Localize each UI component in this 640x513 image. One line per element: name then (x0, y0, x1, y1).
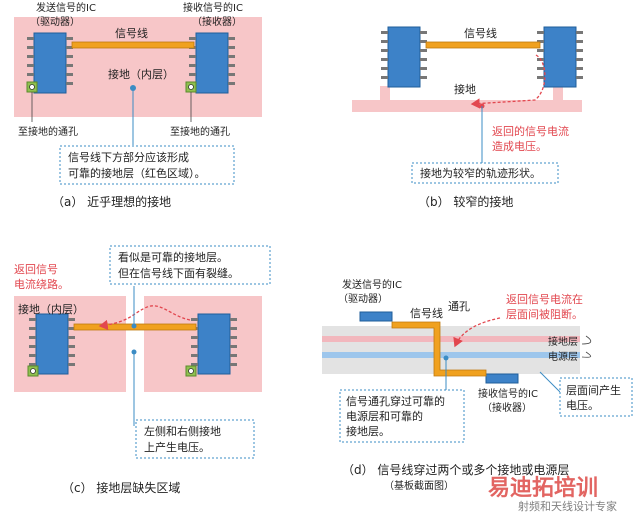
receiver-label-a2: （接收器） (192, 15, 242, 28)
return-label-b2: 造成电压。 (492, 139, 547, 153)
signal-trace-a (71, 41, 195, 49)
receiver-label-a1: 接收信号的IC (183, 1, 243, 14)
driver-label-d2: （驱动器） (338, 293, 388, 305)
blocked-return-d (453, 317, 501, 348)
signal-trace-b (425, 41, 541, 49)
receiver-ic-b (536, 26, 584, 88)
callout-d-right2: 电压。 (566, 399, 599, 412)
caption-d: （d） 信号线穿过两个或多个接地或电源层 (342, 462, 569, 477)
callout-c-top1: 看似是可靠的接地层。 (118, 250, 228, 264)
ground-post-right-b (553, 86, 563, 102)
blocked-label-d1: 返回信号电流在 (506, 292, 583, 306)
via-left-hole (29, 84, 35, 90)
receiver-ic-d (485, 373, 519, 384)
signal-via-d (391, 321, 487, 377)
ground-strip-b (352, 100, 582, 112)
panel-c: 返回信号 电流绕路。 看似是可靠的接地层。 但在信号线下面有裂缝。 接地（内层）… (14, 245, 271, 495)
ground-inner-label-a: 接地（内层） (108, 67, 174, 81)
return-path-b (470, 54, 546, 109)
substrate-d (322, 326, 580, 374)
caption-b: （b） 较窄的接地 (418, 194, 513, 209)
caption-c: （c） 接地层缺失区域 (62, 480, 180, 495)
via-right-hole (188, 84, 194, 90)
callout-box-d-right (559, 377, 633, 417)
callout-box-b (411, 162, 559, 184)
callout-d-left1: 信号通孔穿过可靠的 (346, 394, 445, 408)
callout-box-d-left (339, 389, 465, 443)
watermark: 易迪拓培训 射频和天线设计专家 (488, 475, 617, 513)
ground-inner-label-c: 接地（内层） (18, 302, 84, 316)
ground-post-left-b (380, 86, 390, 102)
callout-box-c-bottom (135, 419, 255, 459)
callout-d-right1: 层面间产生 (566, 383, 621, 397)
driver-label-a2: （驱动器） (30, 16, 80, 28)
blocked-label-d2: 层面间被阻断。 (506, 307, 583, 321)
callout-box-c-top (109, 245, 271, 285)
receiver-label-d2: （接收器） (482, 401, 532, 414)
via-label-d: 通孔 (448, 300, 470, 313)
driver-label-d1: 发送信号的IC (342, 278, 402, 291)
driver-ic-c (28, 313, 76, 375)
receiver-label-d1: 接收信号的IC (478, 387, 538, 400)
signal-line-label-b: 信号线 (464, 26, 497, 40)
panel-b: 信号线 接地 返回的信号电流 造成电压。 接地为较窄的轨迹形状。 （b） 较窄的… (352, 26, 584, 209)
ground-label-b: 接地 (454, 83, 476, 96)
via-right-label-a: 至接地的通孔 (170, 125, 230, 138)
watermark-big: 易迪拓培训 (488, 475, 598, 501)
receiver-ic-c (190, 313, 238, 375)
driver-label-a1: 发送信号的IC (36, 1, 96, 14)
subcaption-d: （基板截面图） (384, 479, 454, 492)
watermark-small: 射频和天线设计专家 (518, 499, 617, 513)
panel-a: 发送信号的IC （驱动器） 接收信号的IC （接收器） 信号线 接地（内层） 至… (14, 1, 262, 209)
panel-d: 发送信号的IC （驱动器） 信号线 通孔 返回信号电流在 层面间被阻断。 接地层… (322, 278, 633, 492)
callout-d-left3: 接地层。 (346, 425, 390, 438)
driver-ic-d (359, 311, 393, 322)
callout-d-left2: 电源层和可靠的 (346, 409, 423, 423)
return-label-b1: 返回的信号电流 (492, 124, 569, 138)
return-label-c2: 电流绕路。 (14, 277, 69, 291)
callout-c-bottom1: 左侧和右侧接地 (144, 424, 221, 438)
callout-a-line1: 信号线下方部分应该形成 (68, 150, 189, 164)
power-layer-d (322, 352, 580, 358)
callout-c-top2: 但在信号线下面有裂缝。 (118, 266, 239, 280)
signal-line-label-d: 信号线 (410, 306, 443, 320)
callout-a-line2: 可靠的接地层（红色区域）。 (68, 166, 206, 180)
driver-ic-b (380, 26, 428, 88)
ground-layer-label-d: 接地层 (548, 335, 578, 348)
callout-b: 接地为较窄的轨迹形状。 (420, 166, 541, 180)
ground-layer-d (322, 336, 580, 342)
callout-box-a (59, 145, 235, 185)
return-path-c (98, 305, 191, 331)
via-left-label-a: 至接地的通孔 (18, 125, 78, 138)
return-label-c1: 返回信号 (14, 263, 58, 276)
signal-line-label-a: 信号线 (115, 26, 148, 40)
callout-c-bottom2: 上产生电压。 (144, 440, 210, 454)
power-layer-label-d: 电源层 (548, 350, 578, 363)
caption-a: （a） 近乎理想的接地 (52, 194, 171, 209)
